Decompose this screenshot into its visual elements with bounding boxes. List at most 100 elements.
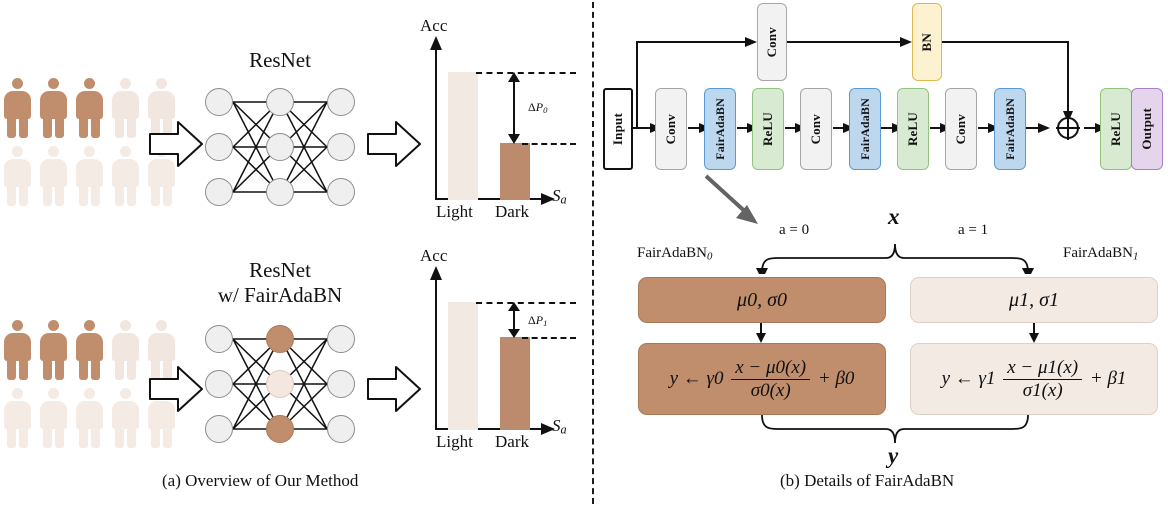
sum-node-icon [1056,116,1080,140]
detail-input-symbol: x [888,204,900,229]
pipeline-block-fairadabn-2[interactable]: FairAdaBN [849,88,881,170]
chart-tick-dark: Dark [495,202,529,221]
gap-guide-bottom [522,143,576,145]
pipeline-block-label: ReLU [905,111,920,147]
nn-node [327,88,355,116]
nn-node [327,325,355,353]
model-label-resnet: ResNet [249,48,311,72]
stats-to-equation-arrow-right [1029,323,1039,343]
shortcut-block-conv[interactable]: Conv [757,3,787,81]
nn-node [205,370,233,398]
shortcut-block-label: Conv [764,26,779,58]
pipeline-block-fairadabn-1[interactable]: FairAdaBN [704,88,736,170]
bar-dark [500,143,530,200]
chart-y-label: Acc [420,16,448,35]
pipeline-block-label: Input [610,112,625,146]
gap-label-delta-p0: ΔP0 [528,100,548,115]
input-split-brace [756,243,1034,274]
pipeline-block-relu-1[interactable]: ReLU [752,88,784,170]
chart-tick-light: Light [436,202,473,221]
caption-panel-b: (b) Details of FairAdaBN [780,471,955,490]
pipeline-block-relu-3[interactable]: ReLU [1100,88,1132,170]
nn-node [205,88,233,116]
chart-x-label: Sa [552,186,567,207]
caption-panel-a: (a) Overview of Our Method [162,471,359,490]
bar-chart-resnet: Acc Sa Light Dark ΔP0 [420,16,584,228]
gap-label-delta-p1: ΔP1 [528,313,548,328]
person-icon [112,388,139,448]
nn-node [205,133,233,161]
pipeline-block-conv-2[interactable]: Conv [800,88,832,170]
branch-title-left: FairAdaBN0 [637,245,713,263]
nn-node [327,415,355,443]
equation-box-right: y ← γ1 x − μ1(x) σ1(x) + β1 [910,343,1158,415]
bar-light [448,72,478,200]
equation-left-denominator: σ0(x) [750,379,791,401]
person-icon [148,146,175,206]
pipeline-block-label: Conv [808,113,823,145]
stats-to-equation-arrow-left [756,323,766,343]
pipeline-block-conv-3[interactable]: Conv [945,88,977,170]
nn-node [205,415,233,443]
pipeline-block-label: FairAdaBN [857,98,872,160]
gap-guide-bottom [522,337,576,339]
equation-right-numerator: x − μ1(x) [1003,357,1083,380]
chart-y-label: Acc [420,246,448,265]
pipeline-block-relu-2[interactable]: ReLU [897,88,929,170]
pipeline-block-label: FairAdaBN [712,98,727,160]
equation-left-lhs: y ← [669,367,702,389]
flow-arrow-icon [367,121,421,167]
flow-arrow-icon [367,366,421,412]
shortcut-block-bn[interactable]: BN [912,3,942,81]
chart-x-label: Sa [552,416,567,437]
flow-arrow-icon [149,121,203,167]
person-icon [76,320,103,380]
stats-box-right: μ1, σ1 [910,277,1158,323]
person-icon [4,388,31,448]
pipeline-block-label: Output [1139,108,1154,150]
stats-box-right-text: μ1, σ1 [1009,288,1059,311]
nn-node [266,178,294,206]
person-icon [148,320,175,380]
stats-box-left: μ0, σ0 [638,277,886,323]
person-icon [76,388,103,448]
gap-guide-top [476,72,576,74]
nn-node [327,133,355,161]
flow-arrow-icon [149,366,203,412]
bar-dark [500,337,530,430]
pipeline-block-fairadabn-3[interactable]: FairAdaBN [994,88,1026,170]
nn-node [205,325,233,353]
chart-tick-light: Light [436,432,473,451]
shortcut-block-label: BN [919,32,934,52]
pipeline-block-label: Conv [953,113,968,145]
person-icon [4,320,31,380]
neural-network-bottom [205,325,355,443]
chart-y-axis [435,278,437,430]
equation-left-text: y ← γ0 x − μ0(x) σ0(x) + β0 [669,357,855,401]
equation-left-beta: + β0 [817,367,855,389]
nn-node [327,178,355,206]
detail-output-symbol: y [888,443,899,468]
pipeline-block-conv-1[interactable]: Conv [655,88,687,170]
pipeline-block-label: ReLU [760,111,775,147]
equation-left-gamma: γ0 [706,367,724,389]
neural-network-top [205,88,355,206]
nn-node [266,133,294,161]
equation-right-gamma: γ1 [978,367,996,389]
panel-divider [592,2,594,504]
model-label-resnet-fairadabn-line2: w/ FairAdaBN [217,283,343,307]
equation-right-lhs: y ← [941,367,974,389]
pipeline-block-input[interactable]: Input [603,88,633,170]
person-icon [112,78,139,138]
pipeline-block-output[interactable]: Output [1131,88,1163,170]
branch-title-right: FairAdaBN1 [1063,245,1139,263]
person-icon [112,320,139,380]
person-icon [76,78,103,138]
bar-light [448,302,478,430]
pipeline-block-label: FairAdaBN [1002,98,1017,160]
nn-node [327,370,355,398]
nn-node-fairadabn [266,325,294,353]
chart-tick-dark: Dark [495,432,529,451]
people-group-top [4,78,184,208]
